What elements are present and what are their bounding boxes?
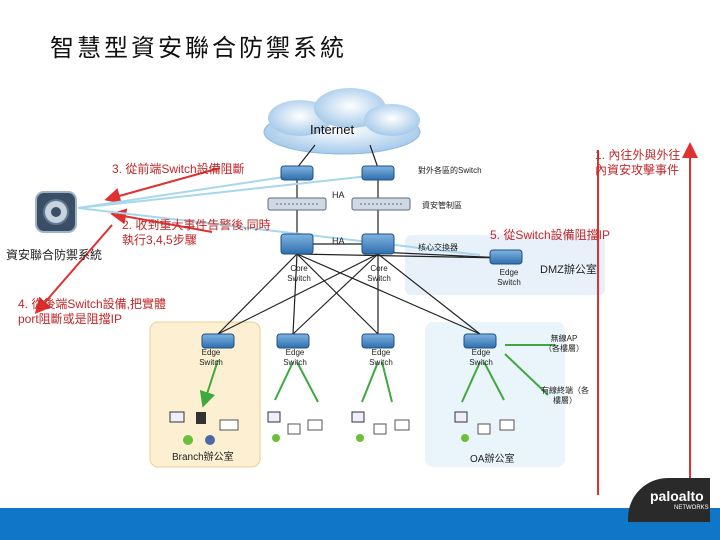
step5-label: 5. 從Switch設備阻擋IP [490,228,611,242]
edge-switch-3-icon [361,333,395,349]
internet-cloud [263,88,421,155]
page-title: 智慧型資安聯合防禦系統 [50,34,347,62]
floor-devices-2 [351,411,410,442]
logo-sub: NETWORKS [674,505,709,511]
gear-icon [35,191,77,233]
core-zone-label: 核心交換器 [418,243,458,252]
step3-label: 3. 從前端Switch設備阻斷 [112,162,245,176]
floor-devices-1 [267,411,323,442]
edge-switch-1-icon [201,333,235,349]
system-label: 資安聯合防禦系統 [6,248,103,262]
dmz-switch-label: Edge Switch [497,268,521,287]
outer-switch-1 [280,165,314,181]
firewall-2 [351,197,411,211]
security-zone-label: 資安管制區 [422,201,462,210]
cloud-label: Internet [310,122,355,137]
step2-label: 2. 收到重大事件告警後,同時執行3,4,5步驟 [122,218,271,247]
branch-office-label: Branch辦公室 [172,452,234,463]
dmz-office-label: DMZ辦公室 [540,264,597,276]
dmz-zone [405,235,605,295]
oa-zone [425,322,565,467]
oa-office-label: OA辦公室 [470,454,515,465]
edge-switch-1-label: Edge Switch [199,348,223,367]
firewall-1 [267,197,327,211]
edge-switch-2-icon [276,333,310,349]
wired-ap-label: 有線終端（各樓層） [541,386,589,405]
control-links [77,174,481,256]
edge-switch-4-icon [463,333,497,349]
oa-devices [454,411,515,442]
step1-label: 1. 內往外與外往內資安攻擊事件 [595,148,681,177]
edge-switch-4-label: Edge Switch [469,348,493,367]
attack-paths [34,142,698,495]
step4-label: 4. 從後端Switch設備,把實體port阻斷或是阻擋IP [18,297,167,326]
dmz-switch-icon [489,249,523,265]
edge-switch-3-label: Edge Switch [369,348,393,367]
wireless-ap-label: 無線AP（各樓層） [544,334,584,353]
core-switch-1-label: Core Switch [287,264,311,283]
access-links [199,344,555,408]
core-switch-2-icon [361,233,395,255]
ha-label-2: HA [332,236,345,246]
outer-switch-label: 對外各區的Switch [418,166,482,175]
core-switch-1-icon [280,233,314,255]
logo-text: paloalto [650,488,704,504]
network-links [217,144,506,335]
ha-label-1: HA [332,190,345,200]
footer-bar [0,508,720,540]
branch-devices [169,411,239,445]
outer-switch-2 [361,165,395,181]
core-switch-2-label: Core Switch [367,264,391,283]
edge-switch-2-label: Edge Switch [283,348,307,367]
